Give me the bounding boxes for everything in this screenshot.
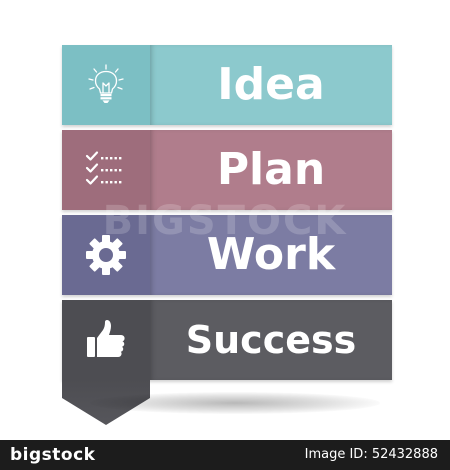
item-label: Work [206,229,336,280]
item-label: Idea [217,59,325,110]
checklist-icon [84,148,128,192]
row-plan: Plan [62,130,392,210]
row-work: Work [62,215,392,295]
label-panel-plan [150,130,392,210]
item-label: Plan [216,144,326,195]
floor-shadow [90,392,380,414]
item-label: Success [185,318,357,362]
image-id-text: Image ID: 52432888 [304,447,438,462]
label-panel-work [150,215,392,295]
pointer-arrow [62,380,150,425]
infographic-card: Idea [62,45,392,425]
lightbulb-icon [84,63,128,107]
row-idea: Idea [62,45,392,125]
label-panel-idea [150,45,392,125]
footer-bar: bigstock Image ID: 52432888 [0,440,450,470]
thumbs-up-icon [84,318,128,362]
icon-panel-idea [62,45,150,125]
row-success: Success [62,300,392,380]
label-panel-success [150,300,392,380]
brand-logo-text: bigstock [10,445,96,465]
gear-icon [84,233,128,277]
